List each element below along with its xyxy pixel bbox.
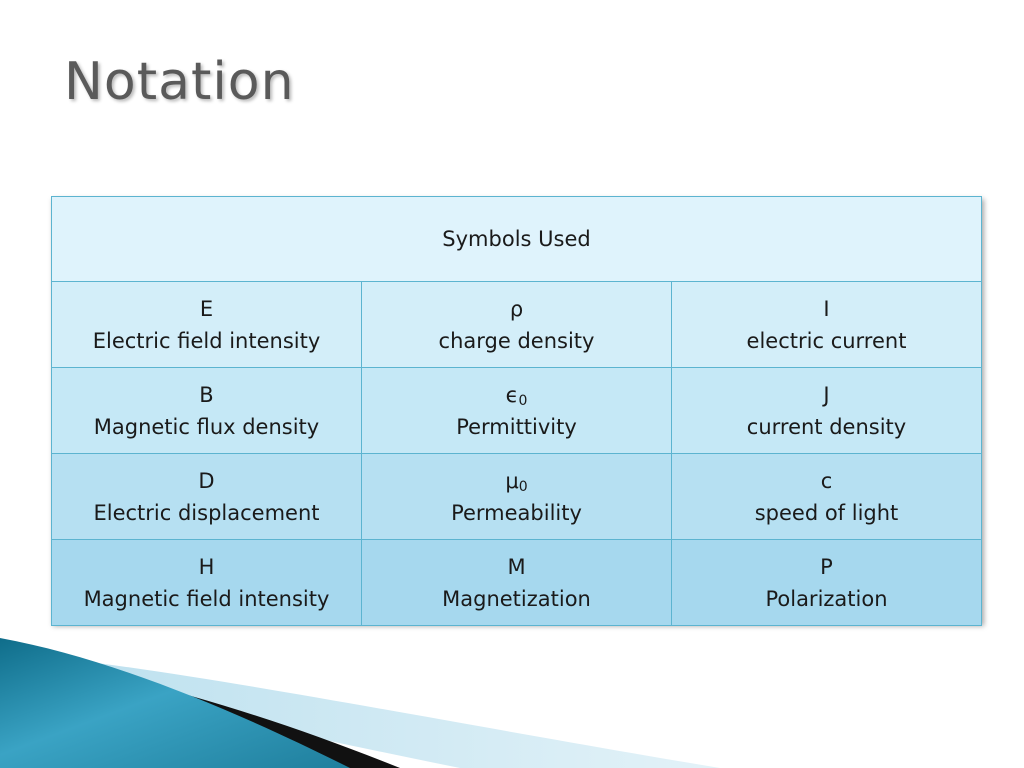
- symbol: H: [198, 554, 215, 579]
- table-row: E Electric field intensity ρ charge dens…: [51, 281, 982, 368]
- symbol-description: electric current: [746, 328, 907, 353]
- table-header-row: Symbols Used: [51, 196, 982, 282]
- table-row: B Magnetic flux density ϵ0 Permittivity …: [51, 367, 982, 454]
- symbol-base: ϵ: [505, 382, 519, 407]
- pale-swoosh-band: [0, 652, 720, 768]
- table-cell: J current density: [671, 367, 982, 454]
- table-cell: E Electric field intensity: [51, 281, 362, 368]
- symbol-with-subscript: μ0: [362, 465, 671, 497]
- table-row: D Electric displacement μ0 Permeability …: [51, 453, 982, 540]
- table-cell: ϵ0 Permittivity: [361, 367, 672, 454]
- symbol-description: Permittivity: [456, 414, 577, 439]
- symbol-description: Electric displacement: [93, 500, 320, 525]
- symbol-with-subscript: ϵ0: [362, 379, 671, 411]
- symbol-description: Polarization: [765, 586, 888, 611]
- symbol-description: Magnetization: [442, 586, 591, 611]
- symbol: M: [507, 554, 526, 579]
- corner-swoosh-decoration: [0, 638, 720, 768]
- symbol-description: current density: [746, 414, 907, 439]
- table-cell: H Magnetic field intensity: [51, 539, 362, 626]
- symbol-description: Electric field intensity: [92, 328, 321, 353]
- symbol-description: Permeability: [451, 500, 582, 525]
- symbol-base: μ: [505, 468, 519, 493]
- table-cell: μ0 Permeability: [361, 453, 672, 540]
- symbol-subscript: 0: [518, 392, 528, 409]
- table-row: H Magnetic field intensity M Magnetizati…: [51, 539, 982, 626]
- symbol-subscript: 0: [518, 478, 528, 495]
- table-cell: ρ charge density: [361, 281, 672, 368]
- slide-title: Notation: [64, 52, 295, 112]
- symbol-description: Magnetic flux density: [93, 414, 320, 439]
- symbol: E: [199, 296, 214, 321]
- table-cell: M Magnetization: [361, 539, 672, 626]
- table-header-cell: Symbols Used: [51, 196, 982, 282]
- table-cell: c speed of light: [671, 453, 982, 540]
- table-cell: D Electric displacement: [51, 453, 362, 540]
- symbol: c: [820, 468, 833, 493]
- symbol: I: [823, 296, 830, 321]
- table-cell: B Magnetic flux density: [51, 367, 362, 454]
- symbol: ρ: [509, 296, 524, 321]
- symbols-table-container: Symbols Used E Electric field intensity …: [51, 196, 982, 626]
- symbol: B: [199, 382, 214, 407]
- symbol: P: [820, 554, 833, 579]
- table-cell: P Polarization: [671, 539, 982, 626]
- symbols-table: Symbols Used E Electric field intensity …: [51, 196, 982, 626]
- table-cell: I electric current: [671, 281, 982, 368]
- symbol: J: [823, 382, 830, 407]
- symbol-description: speed of light: [754, 500, 899, 525]
- symbol-description: Magnetic field intensity: [83, 586, 330, 611]
- teal-swoosh-band: [0, 638, 350, 768]
- symbol: D: [198, 468, 215, 493]
- symbol-description: charge density: [438, 328, 595, 353]
